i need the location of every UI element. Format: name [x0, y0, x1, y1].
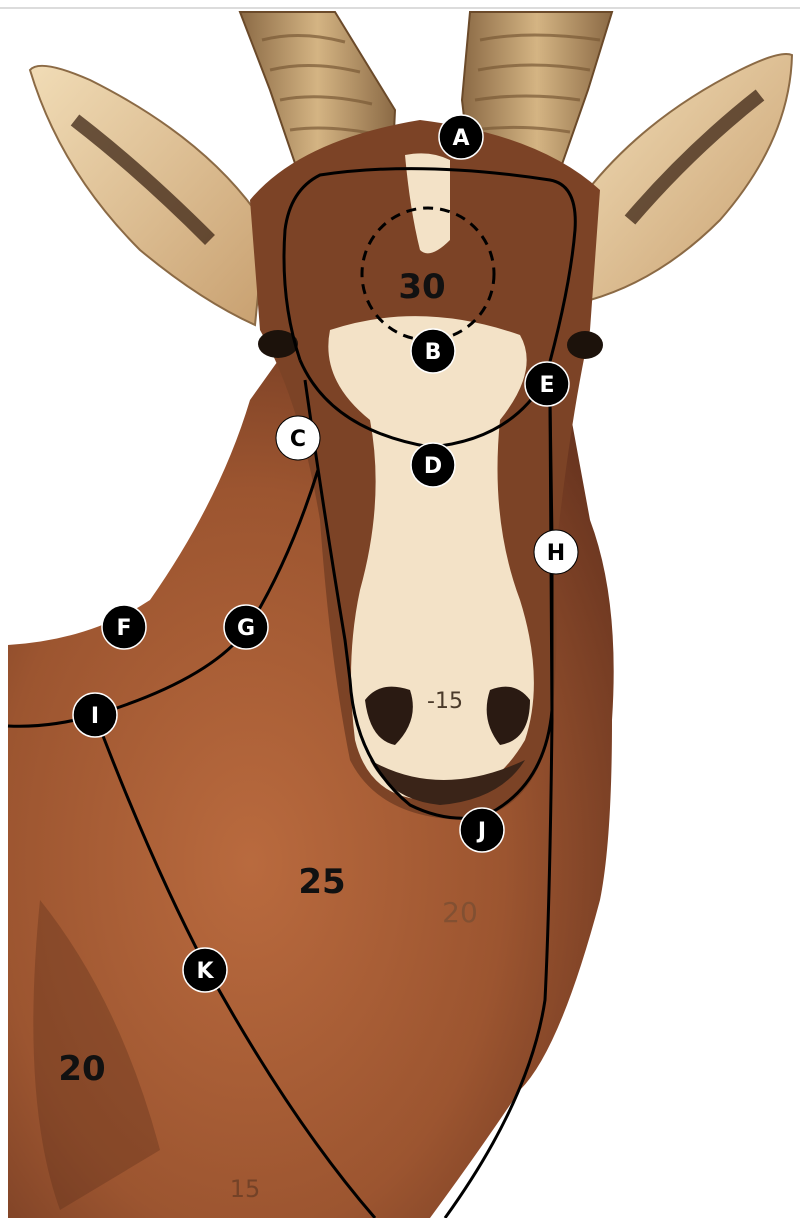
- score-neck-faint: 20: [442, 896, 478, 929]
- marker-f: F: [102, 605, 146, 649]
- marker-b: B: [411, 329, 455, 373]
- score-brain: 30: [398, 267, 445, 307]
- marker-label: J: [476, 819, 486, 844]
- marker-label: B: [425, 340, 442, 365]
- marker-k: K: [183, 948, 227, 992]
- marker-label: C: [290, 427, 306, 452]
- marker-label: D: [424, 454, 442, 479]
- marker-j: J: [460, 808, 504, 852]
- score-bottom-faint: 15: [230, 1175, 261, 1203]
- score-neck: 25: [298, 862, 345, 902]
- marker-label: H: [547, 541, 565, 566]
- left-ear: [30, 66, 265, 325]
- marker-label: A: [452, 126, 469, 151]
- right-eye: [567, 331, 603, 359]
- marker-label: G: [237, 616, 255, 641]
- score-shoulder: 20: [58, 1049, 105, 1089]
- score-muzzle: -15: [427, 689, 463, 714]
- marker-d: D: [411, 443, 455, 487]
- marker-label: K: [196, 959, 214, 984]
- marker-i: I: [73, 693, 117, 737]
- marker-e: E: [525, 362, 569, 406]
- marker-c: C: [276, 416, 320, 460]
- marker-h: H: [534, 530, 578, 574]
- marker-label: E: [539, 373, 554, 398]
- right-ear: [580, 54, 792, 300]
- marker-a: A: [439, 115, 483, 159]
- marker-g: G: [224, 605, 268, 649]
- marker-label: I: [91, 704, 99, 729]
- marker-label: F: [116, 616, 131, 641]
